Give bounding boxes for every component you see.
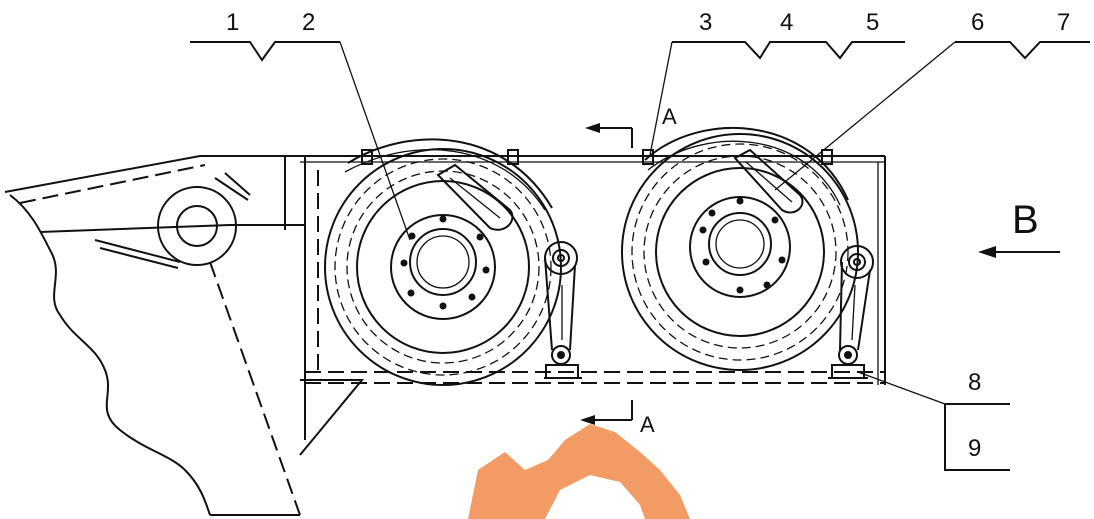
part-label-3: 3 (699, 9, 712, 36)
section-marker-bottom: A (580, 400, 655, 437)
section-label-a-bottom: A (640, 412, 655, 437)
drum-2-bolt-circle (699, 197, 786, 294)
part-label-4: 4 (780, 9, 793, 36)
drum-1-bolt-circle (400, 215, 490, 310)
watermark-logo (468, 424, 690, 519)
view-b-marker: B (978, 198, 1060, 258)
part-label-8: 8 (968, 369, 981, 396)
view-label-b: B (1012, 198, 1039, 242)
drum-1 (324, 138, 582, 386)
part-label-7: 7 (1057, 9, 1070, 36)
main-frame (300, 155, 886, 385)
drum-2 (621, 126, 874, 379)
part-label-6: 6 (971, 9, 984, 36)
section-marker-top: A (585, 104, 677, 148)
part-label-1: 1 (226, 9, 239, 36)
part-label-2: 2 (302, 9, 315, 36)
part-label-5: 5 (866, 9, 879, 36)
left-conveyor-structure (4, 155, 365, 516)
section-label-a-top: A (662, 104, 677, 129)
part-callouts: 1 2 3 4 5 6 7 8 9 (190, 9, 1090, 471)
part-label-9: 9 (968, 435, 981, 462)
